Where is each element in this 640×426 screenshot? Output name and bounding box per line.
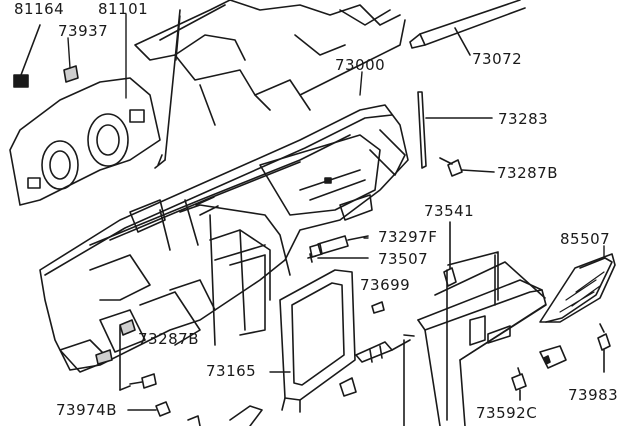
instrument-cluster-bezel <box>9 77 161 206</box>
clip-73937 <box>63 65 79 83</box>
label-85507: 85507 <box>560 230 611 248</box>
label-73983: 73983 <box>568 386 619 404</box>
trim-strip-73072 <box>409 0 526 56</box>
cluster-screw <box>154 9 181 169</box>
clip-73287b-left <box>119 325 157 391</box>
leader-lines <box>67 13 605 373</box>
glovebox <box>417 251 547 426</box>
bolt-73297f <box>309 235 369 258</box>
side-panel-85507 <box>539 253 616 323</box>
bracket-small <box>539 345 567 369</box>
screw-73699 <box>371 301 385 314</box>
upper-dash-frame <box>134 0 406 126</box>
screw-73507 <box>307 253 369 263</box>
label-81164: 81164 <box>14 0 65 18</box>
label-73592c: 73592C <box>476 404 538 422</box>
label-73287b-right: 73287B <box>497 164 559 182</box>
clip-73592c <box>511 367 527 401</box>
label-73283: 73283 <box>498 110 549 128</box>
label-73165: 73165 <box>206 362 257 380</box>
catch-73541 <box>443 221 457 287</box>
label-73507: 73507 <box>378 250 429 268</box>
label-73072: 73072 <box>472 50 523 68</box>
label-73287b-left: 73287B <box>138 330 200 348</box>
clip-73287b-right <box>439 157 495 177</box>
label-73974b: 73974B <box>56 401 118 419</box>
label-73297f: 73297F <box>378 228 438 246</box>
label-73699: 73699 <box>360 276 411 294</box>
label-73541: 73541 <box>424 202 475 220</box>
clip-81164 <box>13 24 41 88</box>
glovebox-hinge <box>355 334 415 426</box>
instrument-panel <box>39 104 409 373</box>
label-81101: 81101 <box>98 0 149 18</box>
clip-73974b <box>127 401 171 417</box>
bottom-brackets <box>187 377 357 426</box>
label-73000: 73000 <box>335 56 386 74</box>
label-73937: 73937 <box>58 22 109 40</box>
center-console-bezel <box>279 269 356 413</box>
trim-strip-73283 <box>417 91 493 169</box>
screw-73983 <box>597 323 611 373</box>
